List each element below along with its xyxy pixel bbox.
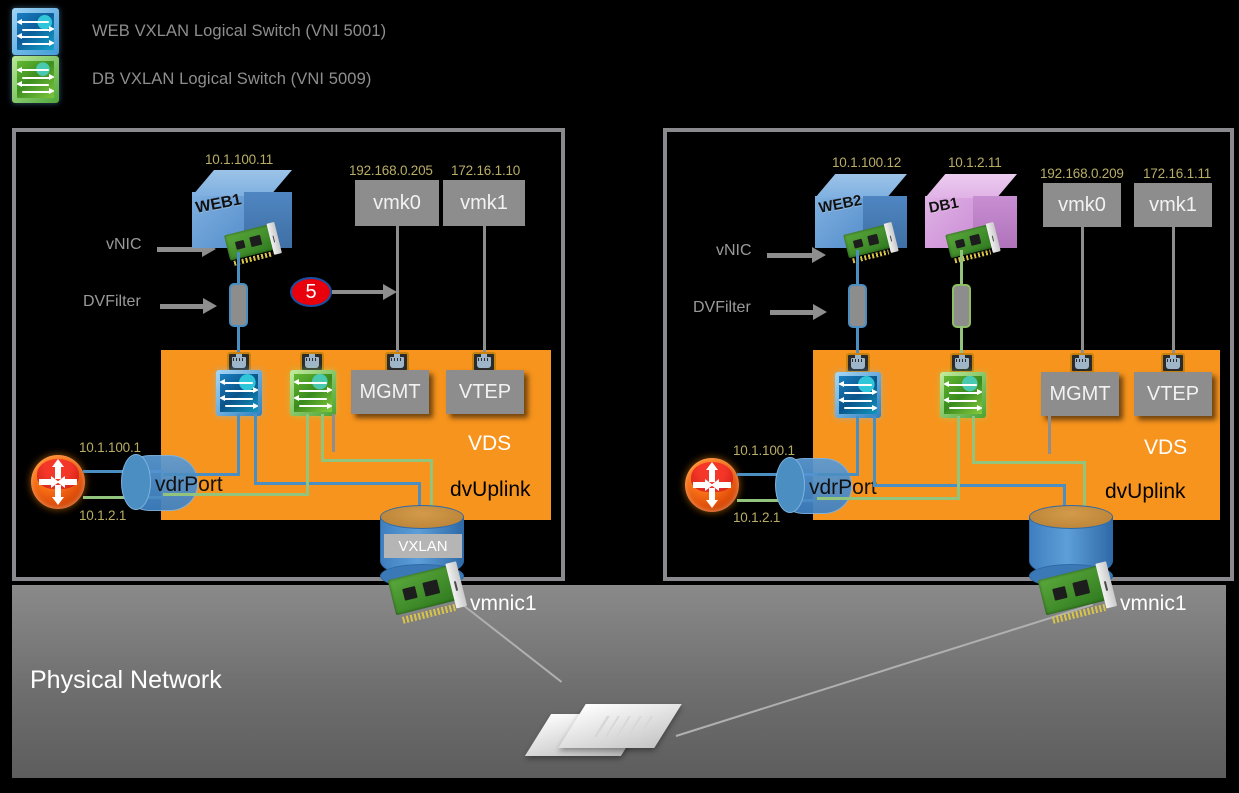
mgmt-portgroup-left: MGMT xyxy=(351,370,429,414)
vm-ip-db1: 10.1.2.11 xyxy=(948,155,1002,170)
vmnic1-label-left: vmnic1 xyxy=(470,592,537,615)
vmk1-box-left: vmk1 xyxy=(443,180,525,226)
vmk0-box-right: vmk0 xyxy=(1043,183,1121,227)
router-ip-web-left: 10.1.100.1 xyxy=(79,440,141,455)
vmk1-box-right: vmk1 xyxy=(1134,183,1212,227)
link-websw-uplink-v1-left xyxy=(254,414,257,484)
vmk1-ip-left: 172.16.1.10 xyxy=(451,163,521,178)
link-dbsw-uplink-v1-left xyxy=(321,414,324,462)
physical-switch-icon xyxy=(524,700,682,760)
router-ip-web-right: 10.1.100.1 xyxy=(733,443,795,458)
link-web1-dvfilter xyxy=(237,252,240,286)
vm-ip-web1: 10.1.100.11 xyxy=(205,152,274,167)
distributed-router-left xyxy=(31,455,85,509)
link-vmk1-vtep-left xyxy=(483,226,486,354)
dvfilter-db1 xyxy=(952,284,971,328)
distributed-router-right xyxy=(685,458,739,512)
vds-left-label: VDS xyxy=(468,432,512,455)
vtep-portgroup-left: VTEP xyxy=(446,370,524,414)
web-vxlan-switch-left xyxy=(216,370,262,416)
dvfilter-web2 xyxy=(848,284,867,328)
callout-arrow-5 xyxy=(332,284,397,300)
link-dbsw-uplink-v1-right xyxy=(972,416,975,464)
vmk0-ip-left: 192.168.0.205 xyxy=(349,163,433,178)
link-db1-dvfilter xyxy=(960,250,963,286)
vmk0-box-left: vmk0 xyxy=(355,180,439,226)
dvfilter-web1 xyxy=(229,283,248,327)
link-dvfilter-vds-db1 xyxy=(960,326,963,354)
web-vxlan-switch-right xyxy=(835,372,881,418)
vxlan-logical-switch-blue-icon xyxy=(12,8,59,55)
vdrport-left xyxy=(121,454,198,511)
link-vmk1-vtep-right xyxy=(1172,227,1175,355)
rj45-port-vtep-right xyxy=(1161,353,1185,373)
rj45-port-mgmt-right xyxy=(1070,353,1094,373)
vdrport-left-label: vdrPort xyxy=(155,473,223,496)
legend-item-web: WEB VXLAN Logical Switch (VNI 5001) xyxy=(12,8,386,55)
link-mgmt-stub-right xyxy=(1048,416,1051,454)
vdrport-right-label: vdrPort xyxy=(809,476,877,499)
vtep-portgroup-right: VTEP xyxy=(1134,372,1212,416)
dvfilter-annotation-label-right: DVFilter xyxy=(693,299,751,316)
link-dbsw-vdr-h-right xyxy=(817,497,960,500)
vds-right-label: VDS xyxy=(1144,436,1188,459)
callout-badge-5: 5 xyxy=(290,277,332,307)
vnic-annotation-label: vNIC xyxy=(106,236,142,253)
link-dbsw-vdr-left xyxy=(306,414,309,496)
dvfilter-annotation-label: DVFilter xyxy=(83,293,141,310)
dvfilter-annotation-arrow xyxy=(160,298,217,314)
rj45-port-db-left xyxy=(300,352,324,372)
link-websw-uplink-h-right xyxy=(873,484,1066,487)
link-dbsw-vdr-right xyxy=(957,416,960,500)
link-dbsw-uplink-v2-right xyxy=(1083,461,1086,523)
rj45-port-vtep-left xyxy=(472,352,496,372)
link-vmk0-mgmt-right xyxy=(1081,227,1084,355)
vxlan-logical-switch-green-icon xyxy=(12,56,59,103)
link-websw-vdr-left xyxy=(237,414,240,476)
link-websw-vdr-h-right xyxy=(817,473,859,476)
vmk1-ip-right: 172.16.1.11 xyxy=(1143,166,1212,181)
legend-item-db: DB VXLAN Logical Switch (VNI 5009) xyxy=(12,56,371,103)
rj45-port-web-left xyxy=(227,352,251,372)
link-dbsw-uplink-h-right xyxy=(972,461,1086,464)
dvuplink-right-label: dvUplink xyxy=(1105,480,1186,503)
link-websw-uplink-v1-right xyxy=(873,416,876,486)
link-websw-vdr-h-left xyxy=(163,473,240,476)
link-web2-dvfilter xyxy=(856,250,859,286)
vdrport-right xyxy=(775,457,852,514)
vm-ip-web2: 10.1.100.12 xyxy=(832,155,902,170)
dvfilter-annotation-arrow-right xyxy=(770,304,827,320)
link-dbsw-vdr-h-left xyxy=(163,493,309,496)
rj45-port-web-right xyxy=(846,353,870,373)
physical-network-label: Physical Network xyxy=(30,666,222,694)
vmnic1-label-right: vmnic1 xyxy=(1120,592,1187,615)
link-dbsw-uplink-v2-left xyxy=(430,459,433,521)
vnic-annotation-arrow-right xyxy=(767,247,826,263)
db-vxlan-switch-right xyxy=(940,372,986,418)
link-dbsw-uplink-h-left xyxy=(321,459,433,462)
link-vmk0-mgmt-left xyxy=(396,226,399,354)
rj45-port-db-right xyxy=(950,353,974,373)
link-websw-uplink-h-left xyxy=(254,482,421,485)
router-ip-db-left: 10.1.2.1 xyxy=(79,508,127,523)
legend-label-db: DB VXLAN Logical Switch (VNI 5009) xyxy=(92,70,372,88)
legend-label-web: WEB VXLAN Logical Switch (VNI 5001) xyxy=(92,22,387,40)
vmk0-ip-right: 192.168.0.209 xyxy=(1040,166,1124,181)
vm-web1: WEB1 xyxy=(192,170,292,248)
link-mgmt-stub-left xyxy=(332,414,335,452)
rj45-port-mgmt-left xyxy=(385,352,409,372)
vxlan-tag-left: VXLAN xyxy=(384,534,462,558)
link-dvfilter-vds-web2 xyxy=(856,326,859,354)
link-dvfilter-vds-web1 xyxy=(237,325,240,353)
db-vxlan-switch-left xyxy=(290,370,336,416)
router-ip-db-right: 10.1.2.1 xyxy=(733,510,781,525)
link-websw-uplink-v2-right xyxy=(1063,484,1066,520)
vnic-annotation-label-right: vNIC xyxy=(716,242,752,259)
mgmt-portgroup-right: MGMT xyxy=(1041,372,1119,416)
link-websw-uplink-v2-left xyxy=(418,482,421,518)
link-websw-vdr-right xyxy=(856,416,859,476)
dvuplink-left-label: dvUplink xyxy=(450,478,531,501)
